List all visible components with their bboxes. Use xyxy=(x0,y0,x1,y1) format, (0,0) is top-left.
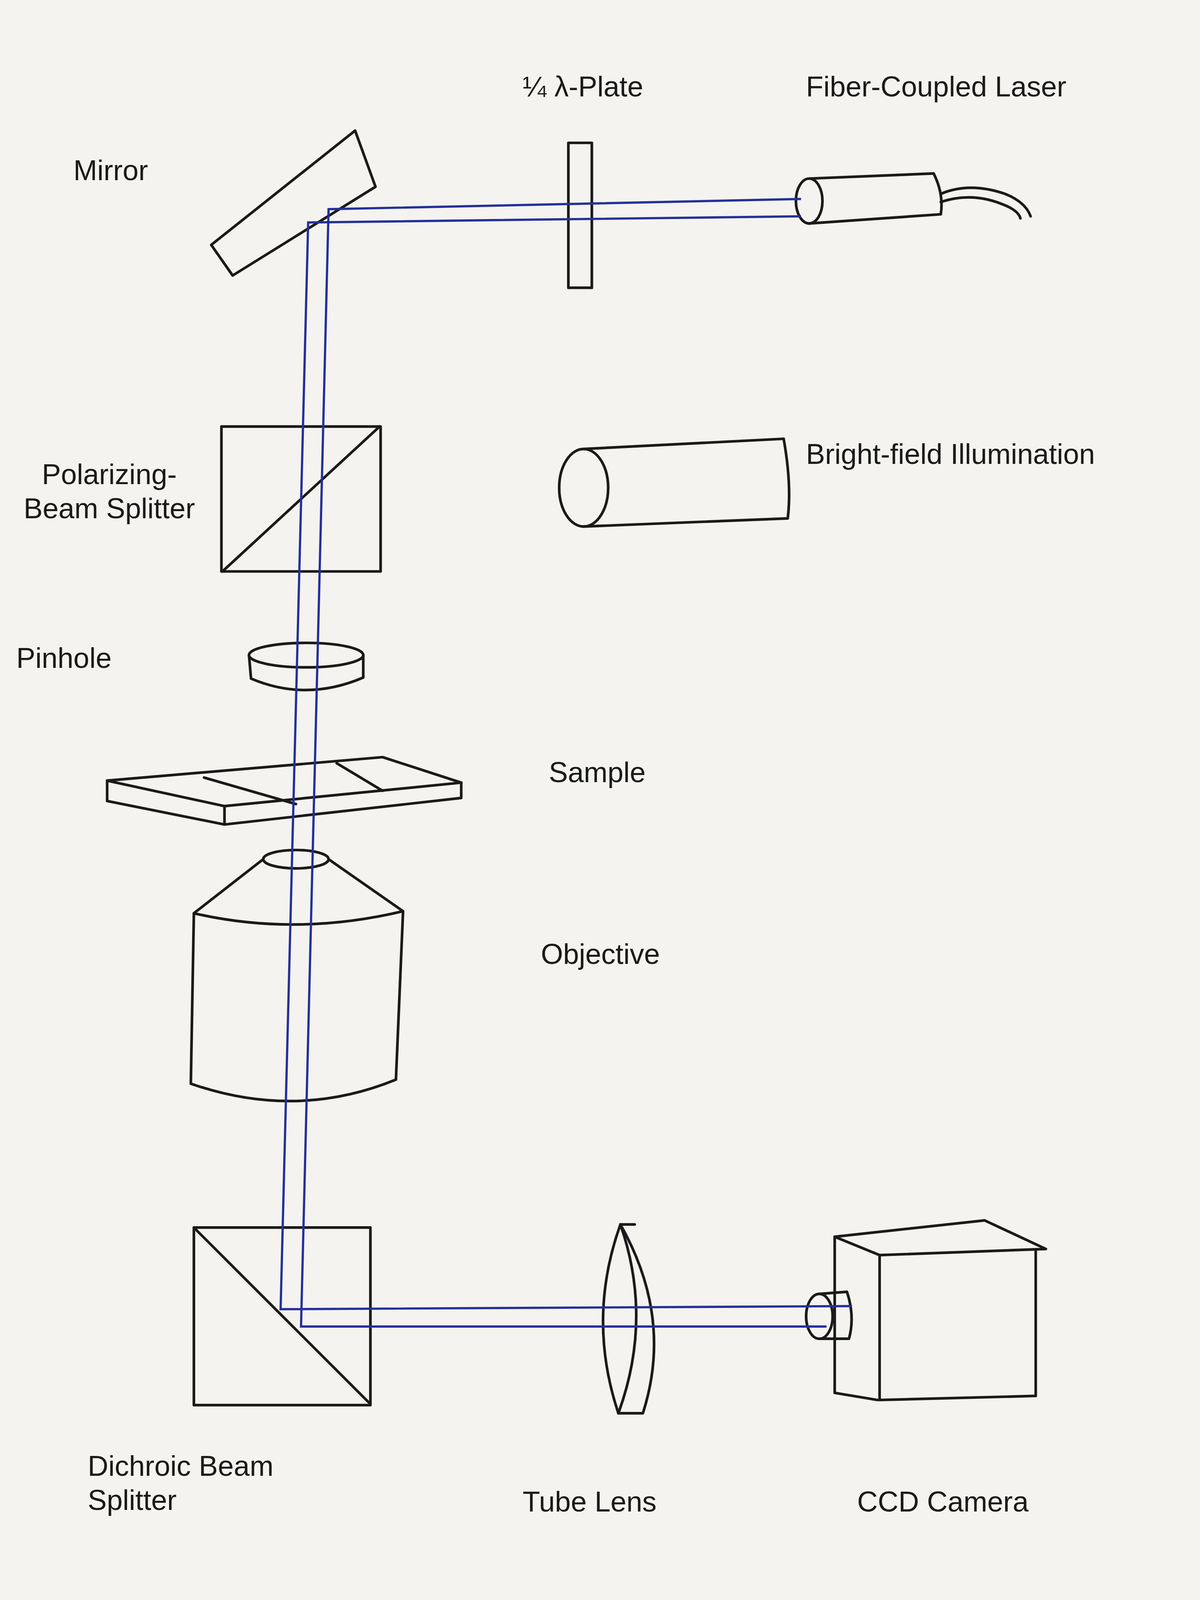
component-label: Objective xyxy=(540,936,766,972)
component-label: Mirror xyxy=(73,153,278,188)
objective-symbol xyxy=(190,850,404,1102)
component-label: Bright-field Illumination xyxy=(805,436,1194,472)
component-label: ¼ λ-Plate xyxy=(522,69,748,104)
sample-slide xyxy=(107,757,462,825)
mirror-symbol xyxy=(211,130,376,276)
component-label: CCD Camera xyxy=(857,1484,1184,1519)
component-label: Pinhole xyxy=(16,640,221,675)
pinhole-symbol xyxy=(248,642,364,691)
component-label: Sample xyxy=(548,755,753,790)
component-label: Fiber-Coupled Laser xyxy=(805,69,1194,104)
laser-beam xyxy=(280,198,852,1327)
component-label: Polarizing-Beam Splitter xyxy=(12,457,207,526)
component-label: Tube Lens xyxy=(522,1484,768,1519)
waveplate-symbol xyxy=(568,142,592,288)
lens-symbol xyxy=(603,1224,655,1414)
component-label: Dichroic Beam Splitter xyxy=(87,1448,333,1518)
laser-symbol xyxy=(796,173,1031,224)
camera-symbol xyxy=(805,1220,1046,1400)
lamp-symbol xyxy=(559,438,789,527)
